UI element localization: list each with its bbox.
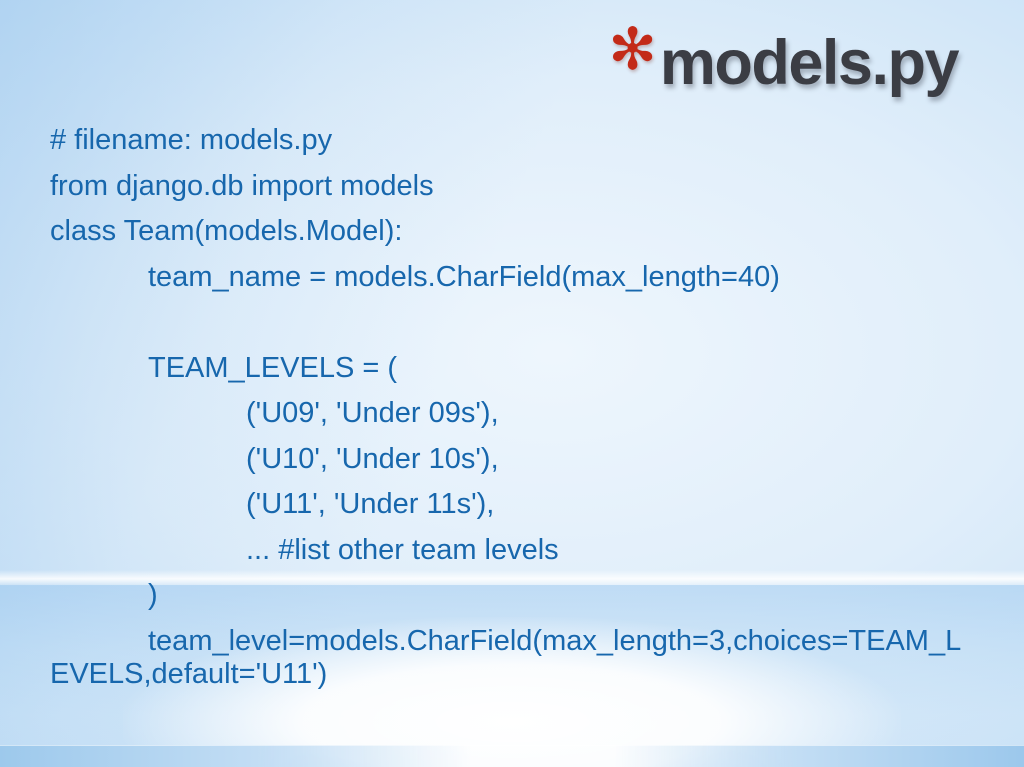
code-line-team-level: team_level=models.CharField(max_length=3… <box>148 624 962 657</box>
code-line-team-name: team_name = models.CharField(max_length=… <box>148 260 780 293</box>
horizon-line <box>0 570 1024 586</box>
slide-title-text: models.py <box>659 28 960 98</box>
asterisk-icon: ✻ <box>608 15 657 83</box>
code-line-class-def: class Team(models.Model): <box>50 215 403 247</box>
code-line-tuple-close: ) <box>148 579 158 611</box>
code-block: # filename: models.py from django.db imp… <box>50 118 1018 698</box>
bottom-white-glow <box>122 617 902 767</box>
code-line-ellipsis-comment: ... #list other team levels <box>246 533 559 566</box>
code-line-blank <box>50 300 1018 346</box>
code-line-u10: ('U10', 'Under 10s'), <box>246 442 499 475</box>
code-line-filename-comment: # filename: models.py <box>50 124 333 156</box>
code-line-import: from django.db import models <box>50 169 434 202</box>
code-line-u09: ('U09', 'Under 09s'), <box>246 397 499 429</box>
code-line-team-level-wrap: EVELS,default='U11') <box>50 658 328 690</box>
bottom-strip <box>0 745 1024 767</box>
code-line-team-levels-open: TEAM_LEVELS = ( <box>148 351 398 384</box>
slide-title: ✻ models.py <box>608 20 960 98</box>
code-line-u11: ('U11', 'Under 11s'), <box>246 488 495 520</box>
